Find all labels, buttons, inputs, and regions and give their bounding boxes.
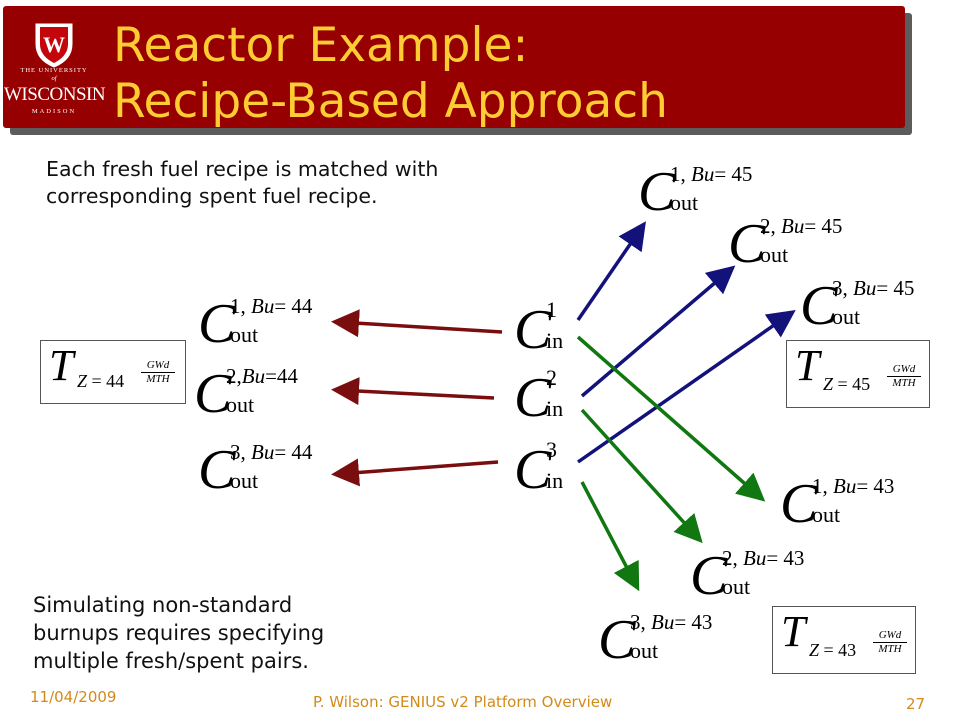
footer-presenter: P. Wilson: GENIUS v2 Platform Overview xyxy=(313,693,613,711)
burnup-note: Simulating non-standard burnups requires… xyxy=(33,591,324,675)
header-bar xyxy=(3,6,905,128)
title-line-1: Reactor Example: xyxy=(113,18,529,73)
arrow-in3-to-out3-45 xyxy=(576,309,796,464)
burnup-note-line-3: multiple fresh/spent pairs. xyxy=(33,649,309,673)
logo-line-of: of xyxy=(51,75,57,82)
arrow-in3-to-out3-44 xyxy=(331,458,499,487)
logo-line-wisconsin: WISCONSIN xyxy=(4,84,106,105)
title-line-2: Recipe-Based Approach xyxy=(113,74,668,129)
arrow-in2-to-out2-43 xyxy=(580,408,703,544)
arrow-in3-to-out3-43 xyxy=(580,481,640,592)
matching-note-line-1: Each fresh fuel recipe is matched with xyxy=(46,157,439,181)
matching-note-line-2: corresponding spent fuel recipe. xyxy=(46,184,378,208)
burnup-note-line-1: Simulating non-standard xyxy=(33,593,293,617)
arrow-in1-to-out1-44 xyxy=(331,309,503,338)
crest-letter: W xyxy=(43,32,65,57)
logo-line-university: THE UNIVERSITY xyxy=(20,67,88,74)
crest-w-icon: W xyxy=(35,23,73,68)
logo-line-madison: MADISON xyxy=(31,108,77,115)
page-number: 27 xyxy=(906,695,926,713)
arrow-in2-to-out2-45 xyxy=(580,265,736,398)
footer-date: 11/04/2009 xyxy=(30,688,117,706)
arrow-in1-to-out1-43 xyxy=(576,335,766,502)
university-logo: W THE UNIVERSITY of WISCONSIN MADISON xyxy=(4,22,106,126)
matching-note: Each fresh fuel recipe is matched with c… xyxy=(46,156,438,210)
burnup-note-line-2: burnups requires specifying xyxy=(33,621,325,645)
arrow-in2-to-out2-44 xyxy=(331,377,495,406)
slide-title: Reactor Example: Recipe-Based Approach xyxy=(113,18,668,130)
arrow-in1-to-out1-45 xyxy=(576,221,646,321)
